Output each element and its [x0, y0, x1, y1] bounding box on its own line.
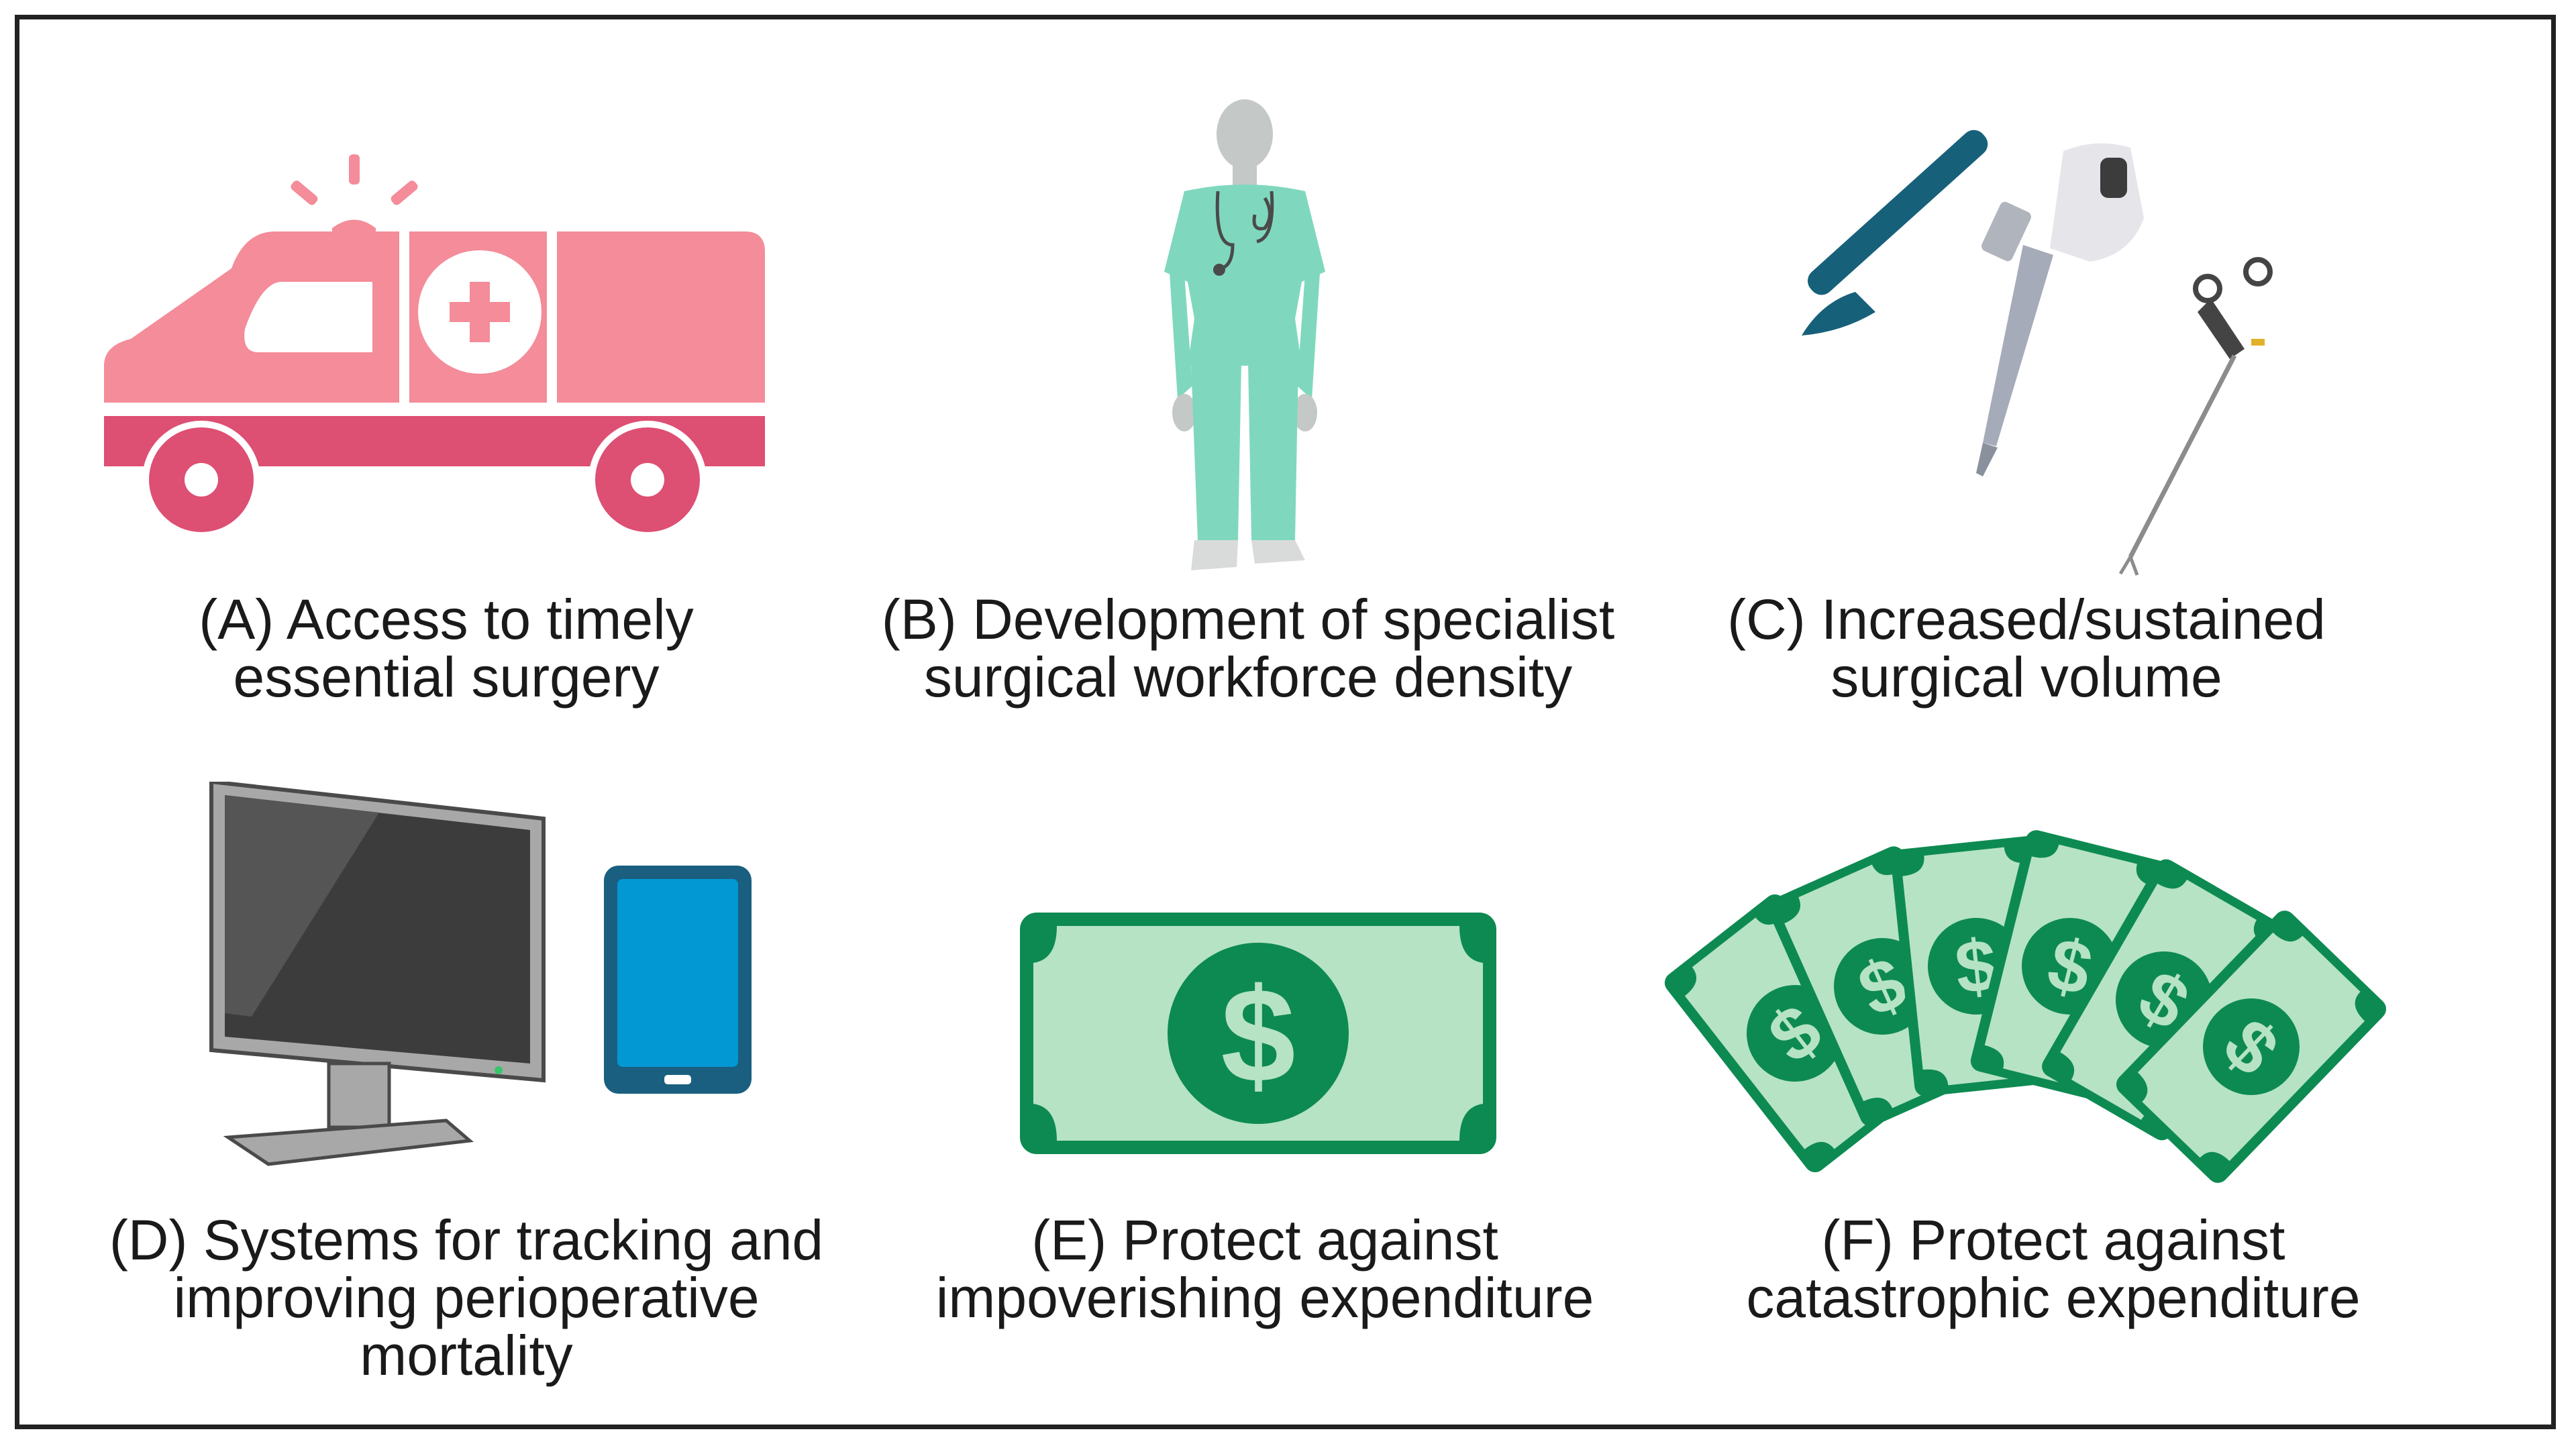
surgeon-icon: [1164, 99, 1325, 570]
caption-a: (A) Access to timely essential surgery: [199, 588, 694, 709]
dollar-sign-icon: $: [1221, 961, 1295, 1110]
dollar-bill-icon: $: [1020, 913, 1496, 1154]
computer-monitor-tablet-icon: [209, 782, 752, 1166]
caption-f: (F) Protect against catastrophic expendi…: [1746, 1208, 2361, 1329]
surgical-instruments-icon: [1802, 130, 2273, 576]
laparoscopic-grasper-icon: [2118, 257, 2273, 576]
monitor-icon: [209, 782, 546, 1166]
caption-e: (E) Protect against impoverishing expend…: [935, 1208, 1594, 1329]
ambulance-icon: [104, 154, 765, 539]
caption-b: (B) Development of specialist surgical w…: [881, 588, 1615, 709]
caption-c: (C) Increased/sustained surgical volume: [1727, 588, 2326, 709]
scalpel-icon: [1802, 130, 1988, 335]
trocar-icon: [1976, 143, 2144, 476]
dollar-bills-fan-icon: $: [1660, 827, 2391, 1188]
caption-d: (D) Systems for tracking and improving p…: [109, 1208, 824, 1387]
tablet-icon: [604, 866, 752, 1094]
